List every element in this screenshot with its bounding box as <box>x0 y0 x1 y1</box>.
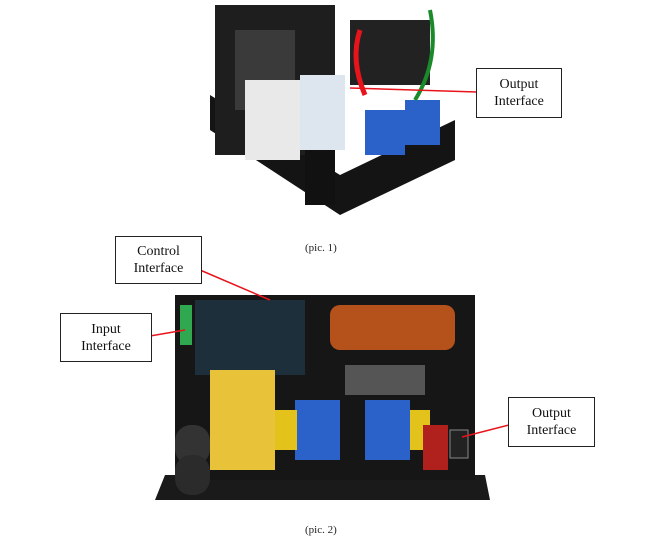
callout-line1: Input <box>91 321 121 337</box>
callout-output-interface-pic1: Output Interface <box>476 68 562 118</box>
callout-line2: Interface <box>526 423 577 438</box>
callout-line2: Interface <box>494 94 544 109</box>
device-photo-top-view <box>155 290 493 505</box>
callout-line1: Output <box>532 406 571 421</box>
callout-input-interface: Input Interface <box>60 313 152 362</box>
callout-control-interface: Control Interface <box>115 236 202 284</box>
callout-output-interface-pic2: Output Interface <box>508 397 595 447</box>
caption-pic1: (pic. 1) <box>305 242 337 254</box>
callout-line2: Interface <box>133 261 184 276</box>
callout-line1: Output <box>499 77 539 92</box>
callout-line2: Interface <box>81 338 131 354</box>
callout-line1: Control <box>137 244 180 259</box>
device-photo-side-view <box>190 0 465 225</box>
caption-pic2: (pic. 2) <box>305 524 337 536</box>
